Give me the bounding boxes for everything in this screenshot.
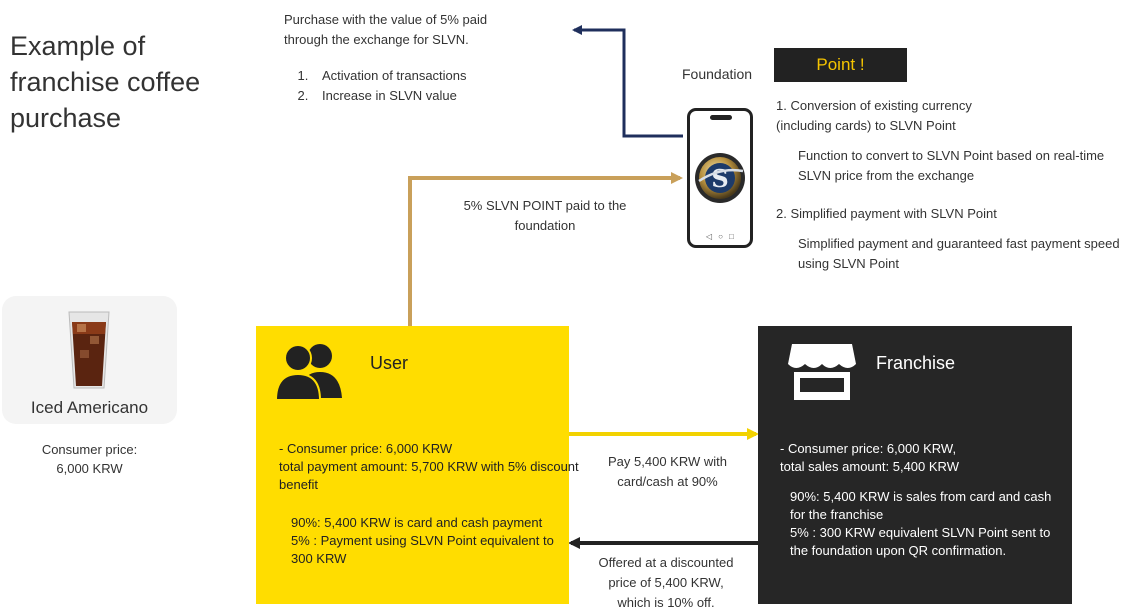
- exchange-note-description: Purchase with the value of 5% paid throu…: [284, 12, 488, 47]
- offer-label: Offered at a discounted price of 5,400 K…: [598, 555, 734, 610]
- point-badge: Point !: [774, 48, 907, 82]
- feature-payment-title: 2. Simplified payment with SLVN Point: [776, 206, 997, 221]
- users-icon: [274, 344, 342, 400]
- benefit-list: Activation of transactions Increase in S…: [284, 66, 487, 106]
- feature-conversion-title: 1. Conversion of existing currency (incl…: [776, 98, 972, 133]
- product-price: Consumer price: 6,000 KRW: [41, 442, 138, 476]
- user-details: - Consumer price: 6,000 KRW total paymen…: [279, 440, 579, 568]
- user-consumer-price: - Consumer price: 6,000 KRW: [279, 441, 453, 456]
- product-name: Iced Americano: [30, 398, 149, 417]
- iced-coffee-icon: [68, 311, 110, 389]
- user-title: User: [370, 353, 409, 373]
- user-panel: [256, 326, 569, 604]
- foundation-payment-arrow: [408, 172, 683, 326]
- feature-payment-desc: Simplified payment and guaranteed fast p…: [798, 236, 1120, 271]
- benefit-item: Increase in SLVN value: [312, 86, 487, 106]
- franchise-consumer-price: - Consumer price: 6,000 KRW,: [780, 441, 957, 456]
- product-card: [2, 296, 177, 424]
- franchise-details: - Consumer price: 6,000 KRW, total sales…: [780, 440, 1060, 560]
- exchange-note: Purchase with the value of 5% paid throu…: [284, 10, 487, 106]
- feature-conversion-desc: Function to convert to SLVN Point based …: [798, 148, 1105, 183]
- user-total-payment: total payment amount: 5,700 KRW with 5% …: [279, 459, 579, 492]
- benefit-item: Activation of transactions: [312, 66, 487, 86]
- smartphone-icon: S ◁○□: [687, 108, 753, 248]
- svg-text:S: S: [711, 164, 728, 193]
- franchise-point-breakdown: 5% : 300 KRW equivalent SLVN Point sent …: [790, 525, 1051, 558]
- exchange-arrow: [572, 25, 683, 138]
- point-features: 1. Conversion of existing currency (incl…: [776, 96, 1121, 274]
- franchise-title: Franchise: [876, 353, 956, 373]
- pay-label: Pay 5,400 KRW with card/cash at 90%: [608, 454, 727, 489]
- slvn-coin-icon: S: [695, 153, 745, 203]
- franchise-sales-breakdown: 90%: 5,400 KRW is sales from card and ca…: [790, 489, 1052, 522]
- store-icon: [788, 344, 856, 400]
- user-payment-breakdown: 90%: 5,400 KRW is card and cash payment …: [291, 515, 554, 566]
- foundation-payment-label: 5% SLVN POINT paid to the foundation: [463, 198, 627, 233]
- franchise-panel: [758, 326, 1072, 604]
- foundation-label: Foundation: [682, 66, 753, 82]
- franchise-total-sales: total sales amount: 5,400 KRW: [780, 459, 959, 474]
- page-title: Example of franchise coffee purchase: [10, 31, 201, 133]
